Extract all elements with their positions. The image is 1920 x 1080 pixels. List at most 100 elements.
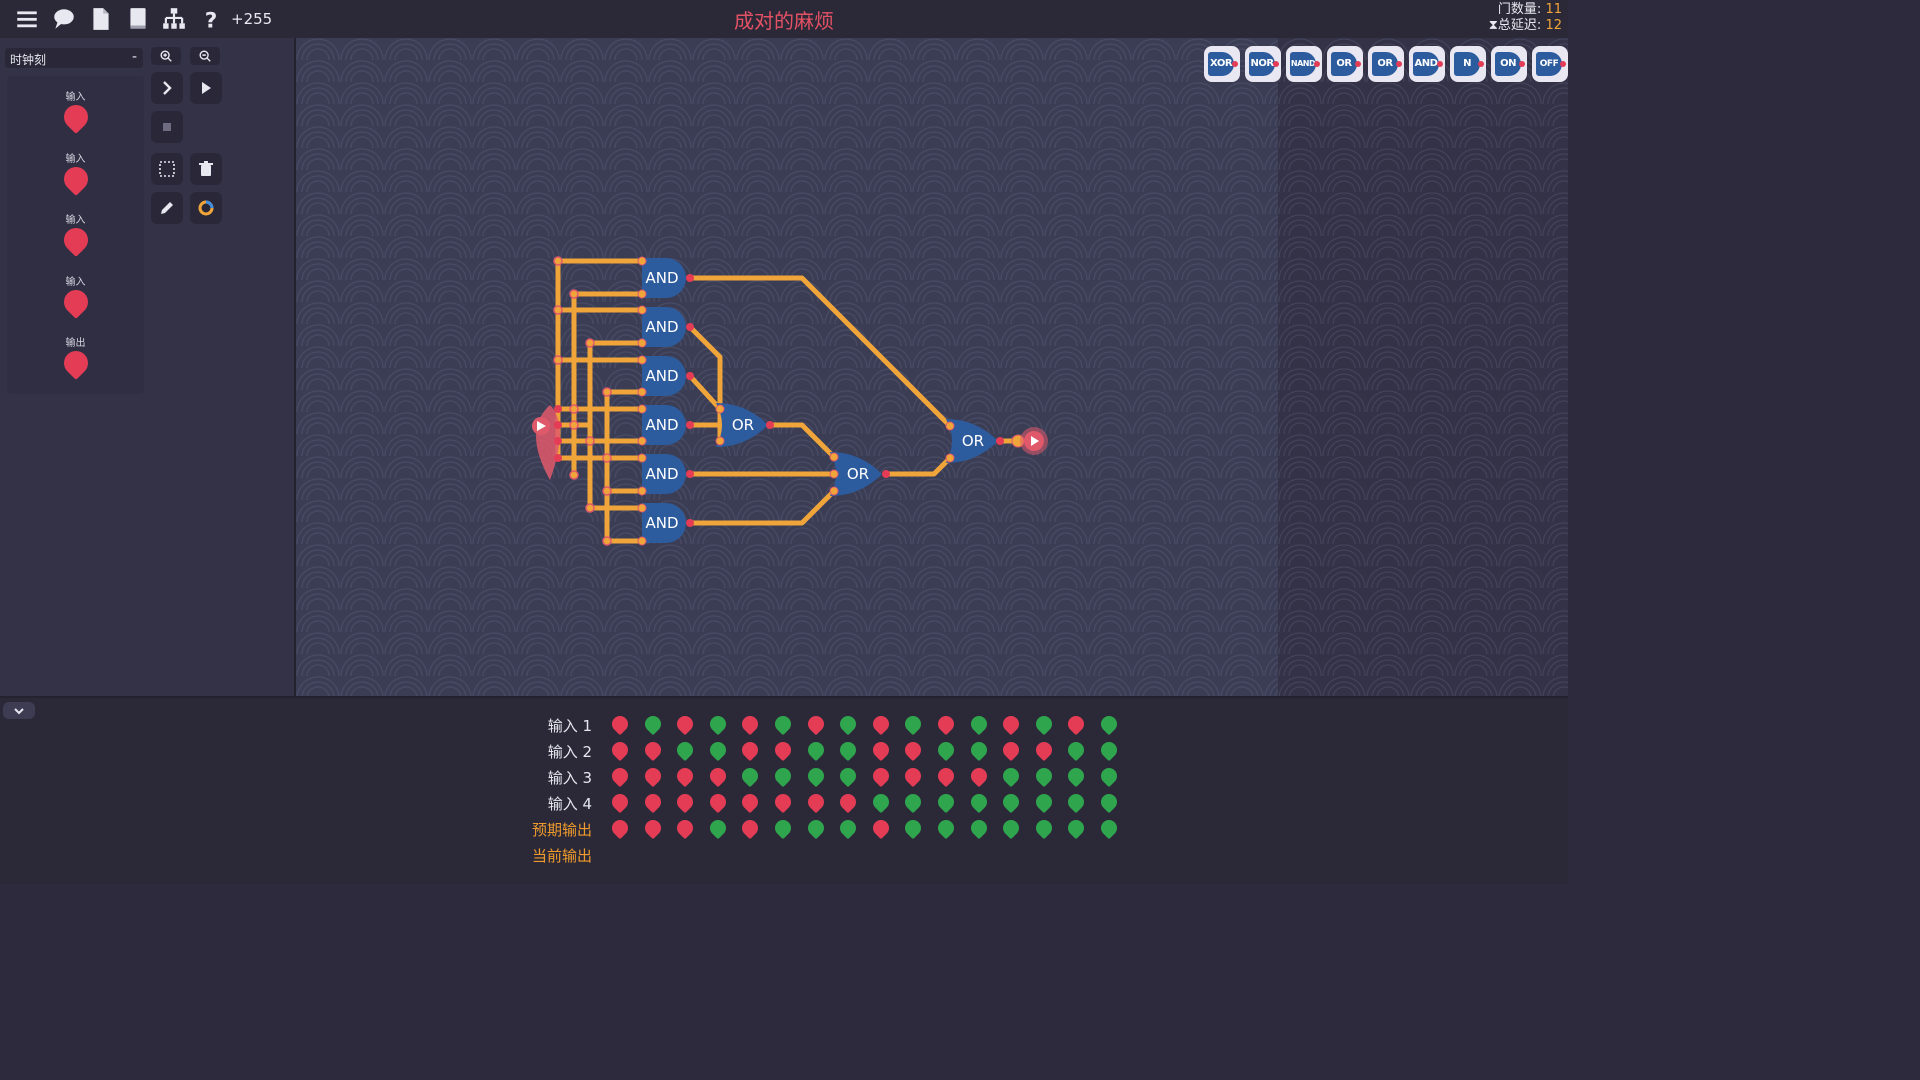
palette-label: OR — [1331, 52, 1357, 76]
play-icon — [202, 82, 211, 94]
palette-not-gate[interactable]: N — [1450, 46, 1486, 82]
io-label: 输入 — [65, 215, 86, 226]
stop-icon — [163, 123, 171, 131]
io-item[interactable]: 输入 — [7, 273, 144, 319]
truth-table-row-label: 预期输出 — [531, 821, 592, 839]
pencil-icon — [161, 202, 173, 214]
circuit-diagram[interactable]: AND AND AND AND AND — [296, 38, 1278, 696]
palette-and-gate[interactable]: AND — [1409, 46, 1445, 82]
palette-label: NAND — [1290, 52, 1316, 76]
gate-count-value: 11 — [1545, 2, 1562, 17]
io-label: 输入 — [65, 92, 86, 103]
io-label: 输出 — [65, 338, 86, 349]
chevron-down-icon — [14, 708, 24, 715]
or-gate-2[interactable]: OR — [829, 452, 890, 496]
or-gate-label: OR — [847, 465, 869, 483]
chat-icon[interactable] — [51, 6, 77, 32]
input-pin-icon — [58, 285, 93, 319]
circuit-output-node[interactable] — [1011, 427, 1048, 455]
palette-nand-gate[interactable]: NAND — [1286, 46, 1322, 82]
clock-selector[interactable]: 时钟刻 - — [5, 48, 143, 68]
output-dot-icon — [1478, 61, 1484, 67]
palette-xor-gate[interactable]: XOR — [1204, 46, 1240, 82]
io-item[interactable]: 输入 — [7, 88, 144, 134]
output-dot-icon — [1396, 61, 1402, 67]
or-gate-1[interactable]: OR — [715, 403, 774, 447]
right-panel — [1278, 38, 1568, 696]
play-button[interactable] — [190, 72, 222, 104]
and-gate-6[interactable]: AND — [637, 503, 694, 546]
palette-label: ON — [1495, 52, 1521, 76]
palette-label: NOR — [1249, 52, 1275, 76]
and-gate-label: AND — [645, 269, 678, 287]
and-gate-label: AND — [645, 514, 678, 532]
stop-button[interactable] — [151, 111, 183, 143]
output-dot-icon — [1355, 61, 1361, 67]
io-panel: 输入 输入 输入 输入 输出 — [7, 76, 144, 394]
book-icon[interactable] — [125, 6, 151, 32]
or-gate-label: OR — [732, 416, 754, 434]
and-gate-label: AND — [645, 416, 678, 434]
delete-button[interactable] — [190, 153, 222, 185]
output-dot-icon — [1232, 61, 1238, 67]
hierarchy-icon[interactable] — [161, 6, 187, 32]
zoom-out-button[interactable] — [190, 47, 220, 65]
clock-collapse-icon[interactable]: - — [131, 49, 137, 65]
stats-panel: 门数量: 11 ⧗总延迟: 12 — [1489, 2, 1562, 34]
gate-count-label: 门数量: — [1497, 2, 1542, 17]
zoom-in-button[interactable] — [151, 47, 181, 65]
pencil-button[interactable] — [151, 192, 183, 224]
and-gate-3[interactable]: AND — [637, 355, 694, 397]
palette-label: OFF — [1536, 52, 1562, 76]
color-wheel-icon — [198, 200, 214, 216]
menu-icon[interactable] — [14, 6, 40, 32]
palette-or-gate-2[interactable]: OR — [1368, 46, 1404, 82]
circuit-input-node — [532, 405, 562, 480]
palette-label: OR — [1372, 52, 1398, 76]
top-bar: ? +255 成对的麻烦 门数量: 11 ⧗总延迟: 12 — [0, 0, 1568, 38]
palette-or-gate[interactable]: OR — [1327, 46, 1363, 82]
or-gate-3[interactable]: OR — [945, 419, 1004, 463]
palette-off-source[interactable]: OFF — [1532, 46, 1568, 82]
truth-table-row-label: 输入 3 — [547, 769, 592, 787]
color-wheel-button[interactable] — [190, 192, 222, 224]
truth-table-row-label: 输入 4 — [547, 795, 592, 813]
circuit-canvas[interactable]: AND AND AND AND AND — [294, 38, 1280, 696]
io-item[interactable]: 输出 — [7, 334, 144, 380]
output-pin-icon — [58, 346, 93, 380]
zoom-in-icon — [160, 50, 172, 62]
hourglass-icon: ⧗ — [1488, 18, 1498, 33]
input-pin-icon — [58, 162, 93, 196]
and-gate-label: AND — [645, 465, 678, 483]
input-pin-icon — [58, 223, 93, 257]
output-dot-icon — [1314, 61, 1320, 67]
wave-background — [296, 38, 1278, 696]
output-dot-icon — [1560, 61, 1566, 67]
or-gate-label: OR — [962, 432, 984, 450]
and-gate-1[interactable]: AND — [637, 256, 694, 299]
truth-table-row-label: 输入 2 — [547, 743, 592, 761]
and-gate-5[interactable]: AND — [637, 453, 694, 496]
and-gate-label: AND — [645, 318, 678, 336]
io-label: 输入 — [65, 154, 86, 165]
palette-on-source[interactable]: ON — [1491, 46, 1527, 82]
svg-text:?: ? — [205, 9, 218, 32]
wave-background — [1278, 38, 1568, 696]
and-gate-4[interactable]: AND — [637, 404, 694, 446]
truth-table-row-label: 当前输出 — [531, 847, 592, 865]
palette-label: XOR — [1208, 52, 1234, 76]
score-counter: +255 — [231, 10, 273, 28]
palette-nor-gate[interactable]: NOR — [1245, 46, 1281, 82]
file-icon[interactable] — [88, 6, 114, 32]
trash-icon — [199, 161, 213, 176]
collapse-button[interactable] — [3, 702, 35, 719]
clock-label: 时钟刻 — [10, 53, 47, 67]
chevron-right-icon — [163, 81, 172, 95]
io-item[interactable]: 输入 — [7, 150, 144, 196]
io-item[interactable]: 输入 — [7, 211, 144, 257]
palette-label: AND — [1413, 52, 1439, 76]
select-button[interactable] — [151, 153, 183, 185]
step-button[interactable] — [151, 72, 183, 104]
help-icon[interactable]: ? — [198, 6, 224, 34]
and-gate-2[interactable]: AND — [637, 305, 694, 348]
